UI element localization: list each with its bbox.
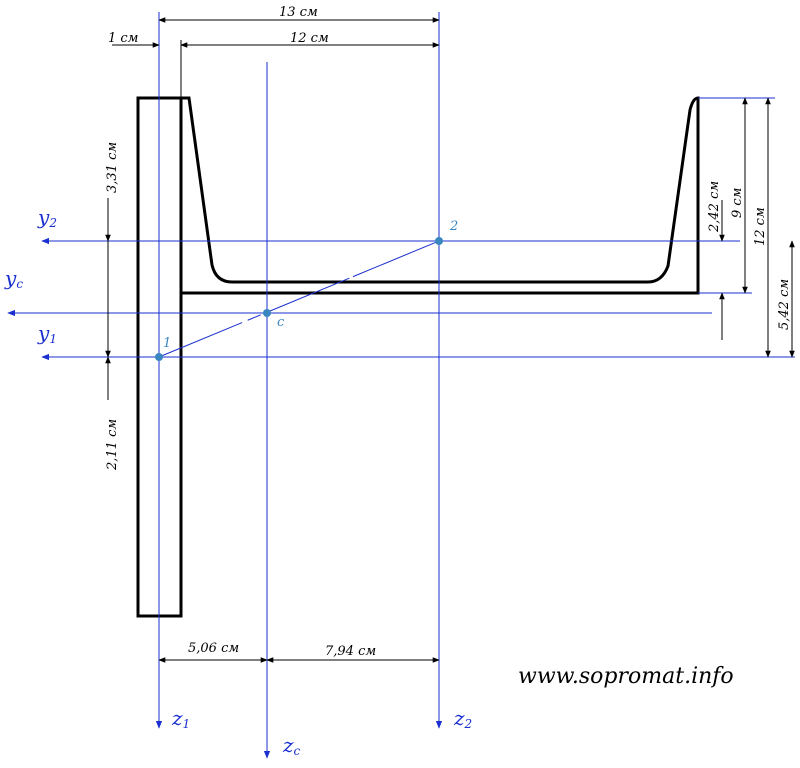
dim-3-31cm: 3,31 см <box>105 142 120 193</box>
dim-13cm: 13 см <box>279 5 318 20</box>
point-1-label: 1 <box>163 336 171 351</box>
dim-9cm: 9 см <box>730 188 745 218</box>
dim-7-94cm: 7,94 см <box>325 644 376 659</box>
dimension-lines <box>105 17 795 663</box>
point-c <box>263 309 271 317</box>
point-2 <box>435 237 443 245</box>
dim-5-42cm: 5,42 см <box>777 279 792 330</box>
y1-axis-label: y1 <box>37 321 57 346</box>
channel-profile <box>181 96 700 295</box>
centroid-connection-line <box>158 240 440 358</box>
yc-axis-label: yc <box>4 266 23 291</box>
y2-axis-label: y2 <box>37 205 57 230</box>
dim-2-42cm: 2,42 см <box>707 181 722 233</box>
point-1 <box>155 353 163 361</box>
point-c-label: c <box>277 315 285 330</box>
z1-axis-label: z1 <box>171 706 190 731</box>
dim-2-11cm: 2,11 см <box>105 419 120 471</box>
dim-1cm: 1 см <box>108 31 138 46</box>
website-watermark: www.sopromat.info <box>518 664 734 689</box>
zc-axis-label: zc <box>282 733 301 758</box>
z2-axis-label: z2 <box>453 706 472 731</box>
dim-5-06cm: 5,06 см <box>188 641 239 656</box>
axes-lines <box>7 12 795 759</box>
dim-12cm-top: 12 см <box>290 31 329 46</box>
dim-12cm-right: 12 см <box>753 207 768 246</box>
centroid-points <box>155 237 443 361</box>
point-2-label: 2 <box>449 219 458 234</box>
